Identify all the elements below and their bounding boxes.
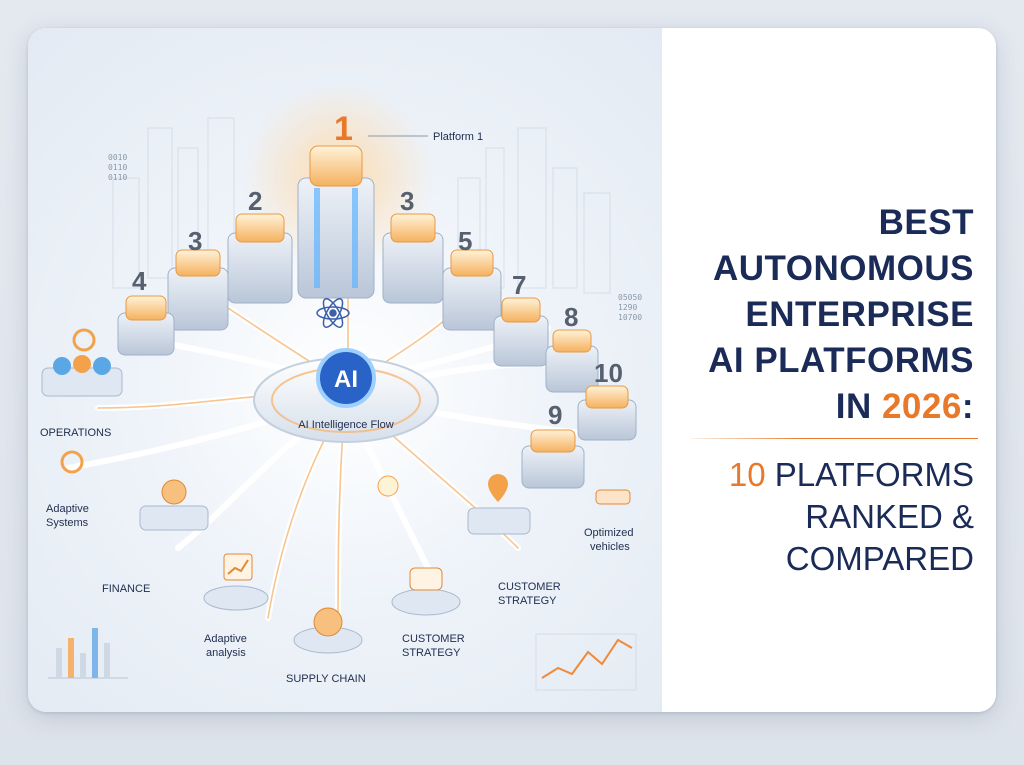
subheadline-line: RANKED & [805,498,974,535]
label-optimized-vehicles: vehicles [590,541,630,553]
platform-number: 2 [248,186,262,216]
title-panel: BEST AUTONOMOUS ENTERPRISE AI PLATFORMS … [662,28,996,712]
tower-3-left [167,249,229,331]
label-adaptive-analysis: analysis [206,647,246,659]
ai-hub: AI AI Intelligence Flow [253,348,439,443]
chart-icon [227,559,249,575]
svg-text:10700: 10700 [618,313,642,322]
headline-line: BEST [878,203,974,242]
analysis-module [203,553,269,611]
label-adaptive-systems: Adaptive [46,503,89,515]
svg-text:0110: 0110 [108,173,127,182]
subheadline: 10 PLATFORMS RANKED & COMPARED [674,454,974,580]
headline: BEST AUTONOMOUS ENTERPRISE AI PLATFORMS … [674,200,974,430]
label-operations: OPERATIONS [40,427,111,439]
location-module [467,474,531,535]
platform-number: 3 [188,226,202,256]
binary-left: 0010 0110 0110 [108,153,127,182]
headline-line: AUTONOMOUS [712,249,974,288]
label-customer-strategy: CUSTOMER [402,633,465,645]
label-customer-strategy: STRATEGY [498,595,557,607]
ai-network-illustration: 1 2 3 3 4 5 7 8 10 9 Platform 1 AI AI In… [40,83,642,691]
svg-text:0110: 0110 [108,163,127,172]
subheadline-line: 10 PLATFORMS [674,454,974,496]
tower-7 [493,297,549,367]
gear-icon [60,450,84,474]
customer-module [391,567,461,616]
label-adaptive-analysis: Adaptive [204,633,247,645]
globe-icon [313,607,343,637]
illustration-panel: 1 2 3 3 4 5 7 8 10 9 Platform 1 AI AI In… [28,28,662,712]
tower-4 [117,295,175,356]
label-customer-strategy: CUSTOMER [498,581,561,593]
headline-year: 2026 [881,387,962,426]
finance-module [139,479,209,531]
subheadline-text: PLATFORMS [765,456,974,493]
svg-text:1290: 1290 [618,303,637,312]
platform-number: 3 [400,186,414,216]
headline-line: AI PLATFORMS [708,341,974,380]
operations-module [41,328,123,397]
supply-chain-module [293,607,363,654]
hero-card: 1 2 3 3 4 5 7 8 10 9 Platform 1 AI AI In… [28,28,996,712]
tower-5 [442,249,502,331]
hub-label: AI [334,366,358,393]
location-pin-icon [488,474,508,502]
atom-icon [316,298,350,328]
headline-prefix: IN [835,387,882,426]
tower-3-right [382,213,444,304]
lightbulb-icon [377,475,399,497]
label-adaptive-systems: Systems [46,517,89,529]
mini-line-chart [535,633,637,691]
platform-number: 5 [458,226,472,256]
callout-label: Platform 1 [433,131,483,143]
label-customer-strategy: STRATEGY [402,647,461,659]
platform-number: 1 [334,110,353,148]
hub-caption: AI Intelligence Flow [298,419,393,431]
binary-right: 05050 1290 10700 [618,293,642,322]
platform-towers [117,145,637,489]
platform-number: 7 [512,270,526,300]
vehicle-icon [595,489,631,505]
subheadline-number: 10 [728,456,766,493]
label-finance: FINANCE [102,583,150,595]
platform-number: 10 [594,358,623,388]
tower-2 [227,213,293,304]
svg-text:05050: 05050 [618,293,642,302]
tower-8 [545,329,599,393]
tower-1 [297,145,375,299]
mini-bar-chart [48,628,128,679]
platform-numbers: 1 2 3 3 4 5 7 8 10 9 [132,110,623,430]
headline-line: ENTERPRISE [745,295,974,334]
tower-9 [521,429,585,489]
divider [690,438,978,439]
platform-number: 9 [548,400,562,430]
gear-icon [72,328,96,352]
svg-text:0010: 0010 [108,153,127,162]
platform-number: 4 [132,266,147,296]
people-icon [409,567,443,591]
ai-core-icon [316,348,376,408]
label-supply-chain: SUPPLY CHAIN [286,673,366,685]
skyline [112,117,611,294]
platform-number: 8 [564,302,578,332]
headline-suffix: : [961,387,974,426]
subheadline-line: COMPARED [785,540,974,577]
label-optimized-vehicles: Optimized [584,527,634,539]
tower-10 [577,385,637,441]
headline-line: IN 2026: [674,384,974,430]
